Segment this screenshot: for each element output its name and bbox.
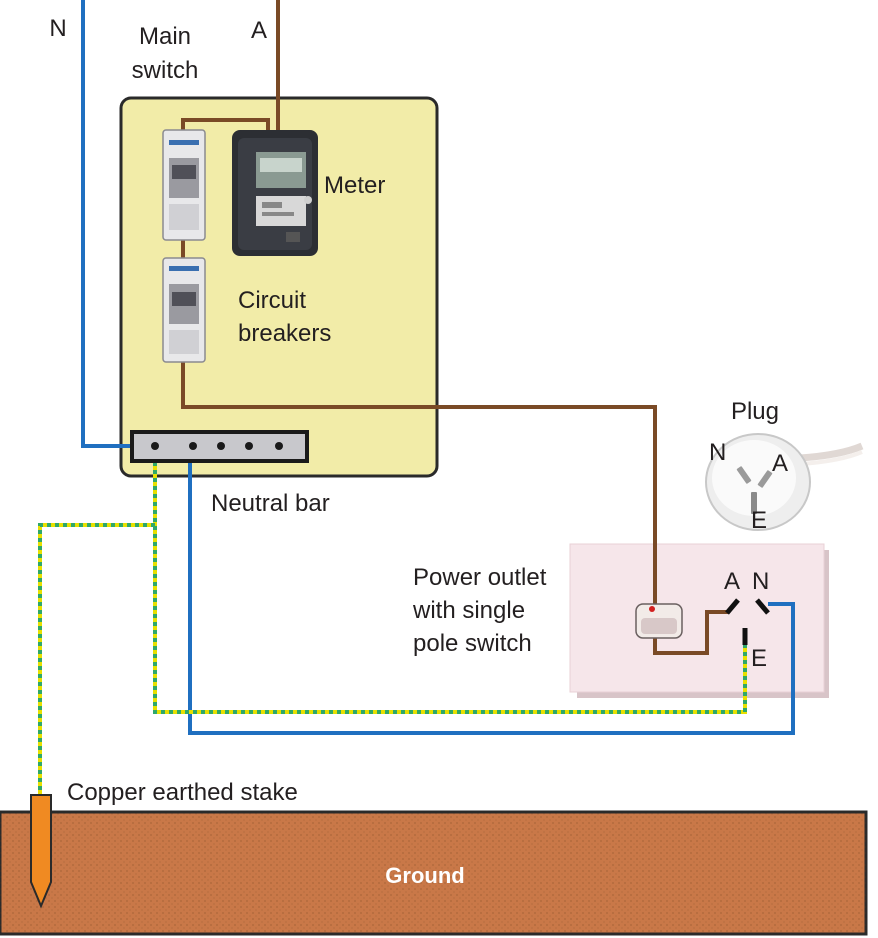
neutral-top-label: N bbox=[49, 15, 66, 42]
active-wire bbox=[181, 0, 728, 655]
earth-wire bbox=[38, 446, 747, 795]
power-outlet-panel bbox=[569, 543, 829, 698]
main-switch-label-line2: switch bbox=[132, 57, 199, 84]
plug-e-label: E bbox=[751, 507, 767, 534]
plug-label: Plug bbox=[731, 398, 779, 425]
outlet-n-label: N bbox=[752, 568, 769, 595]
outlet-switch bbox=[635, 603, 683, 639]
meter-label: Meter bbox=[324, 172, 385, 199]
electricity-meter bbox=[232, 130, 318, 256]
plug-a-label: A bbox=[772, 450, 788, 477]
main-switch-breaker bbox=[162, 129, 206, 241]
power-outlet-label-line2: with single bbox=[412, 597, 525, 624]
neutral-wire bbox=[81, 0, 795, 735]
plug-n-label: N bbox=[709, 439, 726, 466]
outlet-terminals bbox=[725, 598, 770, 645]
circuit-breaker bbox=[162, 257, 206, 363]
neutral-bar-label: Neutral bar bbox=[211, 490, 330, 517]
ground-area: Ground bbox=[0, 810, 868, 936]
power-outlet-label-line1: Power outlet bbox=[413, 564, 547, 591]
neutral-bar bbox=[130, 430, 309, 463]
power-outlet-label-line3: pole switch bbox=[413, 630, 532, 657]
outlet-a-label: A bbox=[724, 568, 740, 595]
copper-stake-label: Copper earthed stake bbox=[67, 779, 298, 806]
main-switch-label-line1: Main bbox=[139, 23, 191, 50]
circuit-breakers-label-line2: breakers bbox=[238, 320, 331, 347]
active-top-label: A bbox=[251, 17, 267, 44]
plug bbox=[705, 433, 864, 531]
circuit-breakers-label-line1: Circuit bbox=[238, 287, 306, 314]
copper-stake bbox=[30, 794, 52, 909]
outlet-e-label: E bbox=[751, 645, 767, 672]
ground-label: Ground bbox=[385, 863, 464, 888]
